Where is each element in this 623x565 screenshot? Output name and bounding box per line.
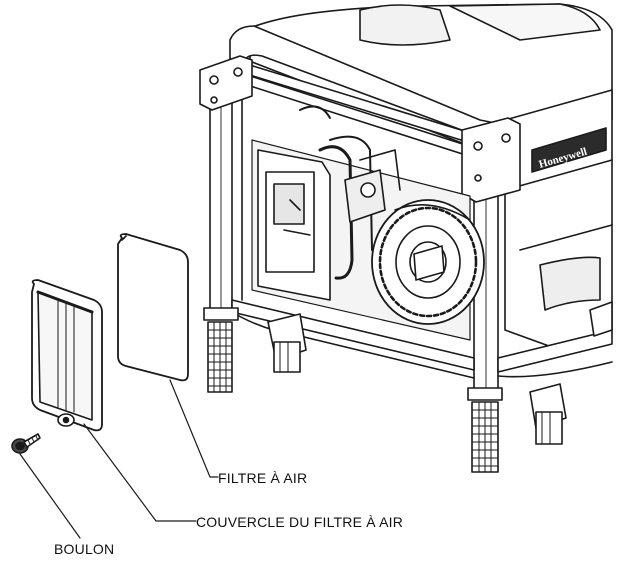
label-air-filter: FILTRE À AIR — [218, 470, 308, 486]
engine-recoil-starter — [371, 199, 485, 325]
bolt — [11, 433, 41, 454]
label-bolt: BOULON — [54, 541, 115, 557]
leader-air-filter-cover — [83, 423, 197, 522]
rubber-foot-left — [267, 313, 307, 373]
leader-lines — [19, 379, 219, 539]
air-filter-cover — [31, 279, 103, 432]
rubber-foot-right — [529, 301, 613, 445]
leader-bolt — [19, 453, 81, 539]
foot-front-left — [203, 307, 239, 393]
foot-front-right — [467, 387, 503, 473]
air-filter-element — [117, 233, 189, 382]
label-air-filter-cover: COUVERCLE DU FILTRE À AIR — [196, 514, 404, 530]
leader-air-filter — [169, 379, 219, 478]
